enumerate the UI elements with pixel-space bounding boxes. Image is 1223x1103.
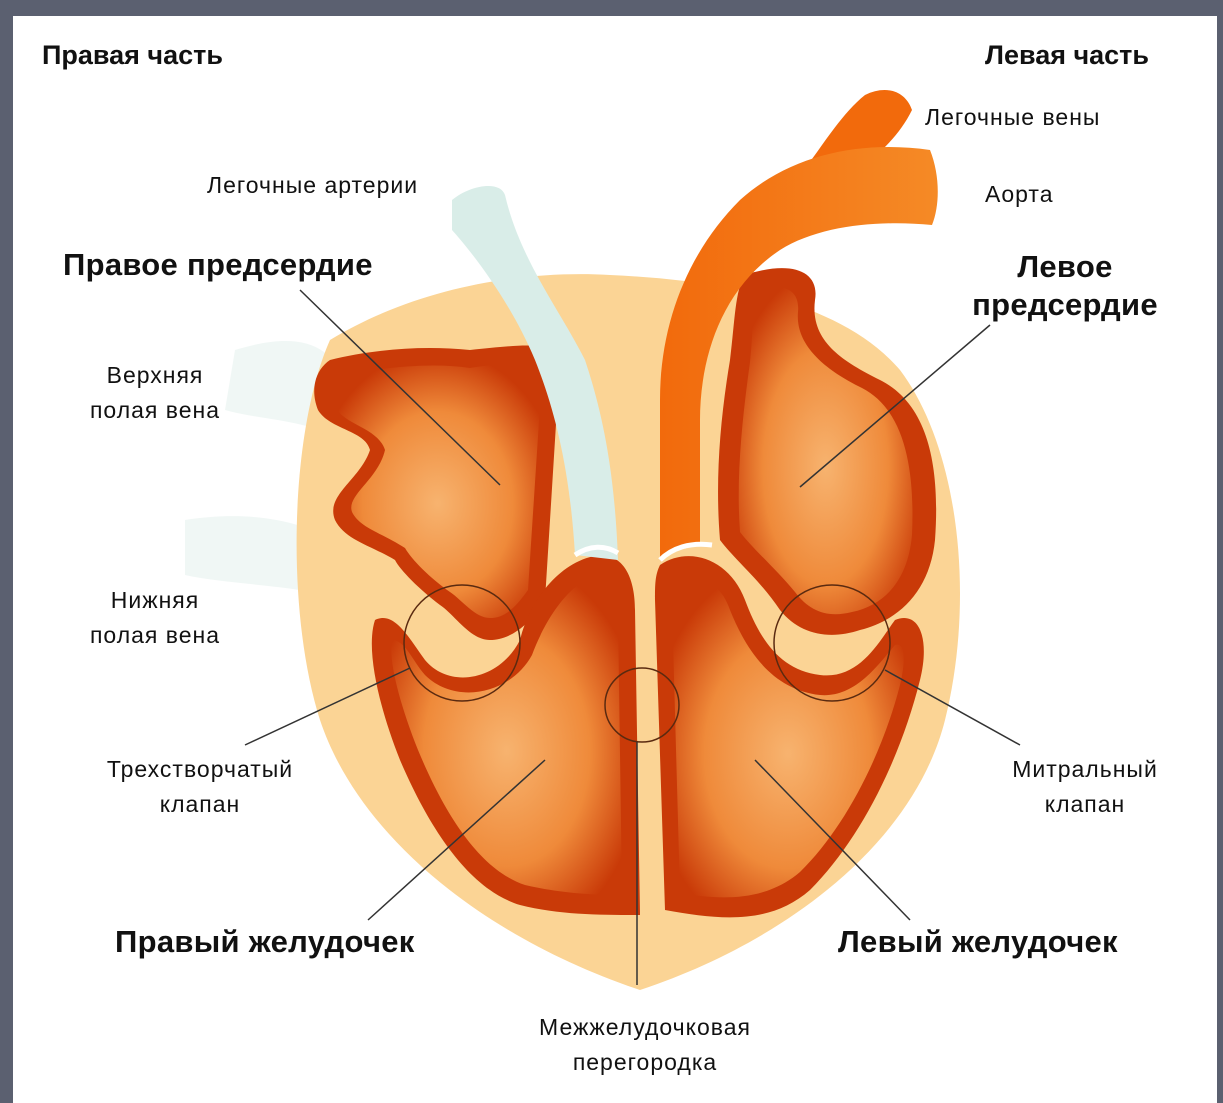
tricuspid-valve-line2: клапан [70, 787, 330, 822]
pulmonary-arteries-label: Легочные артерии [207, 168, 418, 203]
septum-label-line1: Межжелудочковая [495, 1010, 795, 1045]
tricuspid-valve-line1: Трехстворчатый [70, 752, 330, 787]
left-atrium-label: Левое предсердие [960, 248, 1170, 324]
mitral-valve-line1: Митральный [985, 752, 1185, 787]
left-atrium-label-line2: предсердие [960, 286, 1170, 324]
mitral-valve-label: Митральный клапан [985, 752, 1185, 822]
right-ventricle-label: Правый желудочек [115, 924, 415, 960]
superior-vena-cava-label: Верхняя полая вена [65, 358, 245, 428]
inferior-vena-cava-line2: полая вена [65, 618, 245, 653]
left-side-heading: Левая часть [985, 40, 1149, 71]
inferior-vena-cava-label: Нижняя полая вена [65, 583, 245, 653]
tricuspid-valve-label: Трехстворчатый клапан [70, 752, 330, 822]
right-atrium-label: Правое предсердие [63, 247, 373, 283]
septum-label-line2: перегородка [495, 1045, 795, 1080]
mitral-valve-line2: клапан [985, 787, 1185, 822]
left-ventricle-label: Левый желудочек [838, 924, 1118, 960]
septum-label: Межжелудочковая перегородка [495, 1010, 795, 1080]
aorta-label: Аорта [985, 177, 1054, 212]
superior-vena-cava-line2: полая вена [65, 393, 245, 428]
inferior-vena-cava-line1: Нижняя [65, 583, 245, 618]
superior-vena-cava-line1: Верхняя [65, 358, 245, 393]
left-atrium-label-line1: Левое [960, 248, 1170, 286]
right-side-heading: Правая часть [42, 40, 223, 71]
pulmonary-veins-label: Легочные вены [925, 100, 1100, 135]
